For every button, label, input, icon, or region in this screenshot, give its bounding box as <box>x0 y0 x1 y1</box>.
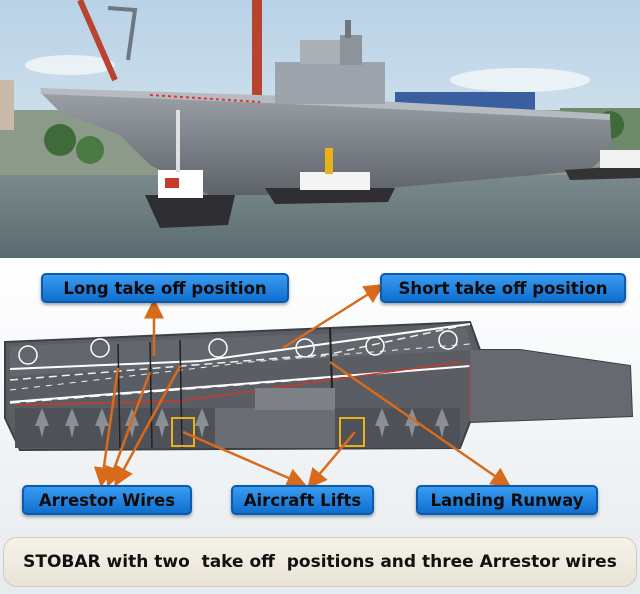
aircraft-lifts-label: Aircraft Lifts <box>231 485 374 515</box>
arrow-lift-2 <box>307 431 356 489</box>
arrow-arrestor-3 <box>114 365 182 487</box>
arrow-arrestor-1 <box>93 367 120 488</box>
long-takeoff-label: Long take off position <box>41 273 289 303</box>
arrow-runway <box>329 360 512 488</box>
arrow-short-takeoff <box>282 283 385 350</box>
landing-runway-label: Landing Runway <box>416 485 598 515</box>
arrestor-wires-label: Arrestor Wires <box>22 485 192 515</box>
carrier-photo <box>0 0 640 258</box>
arrow-lift-1 <box>182 430 307 488</box>
short-takeoff-label: Short take off position <box>380 273 626 303</box>
caption-banner: STOBAR with two take off positions and t… <box>3 537 637 587</box>
arrow-arrestor-2 <box>104 371 152 488</box>
